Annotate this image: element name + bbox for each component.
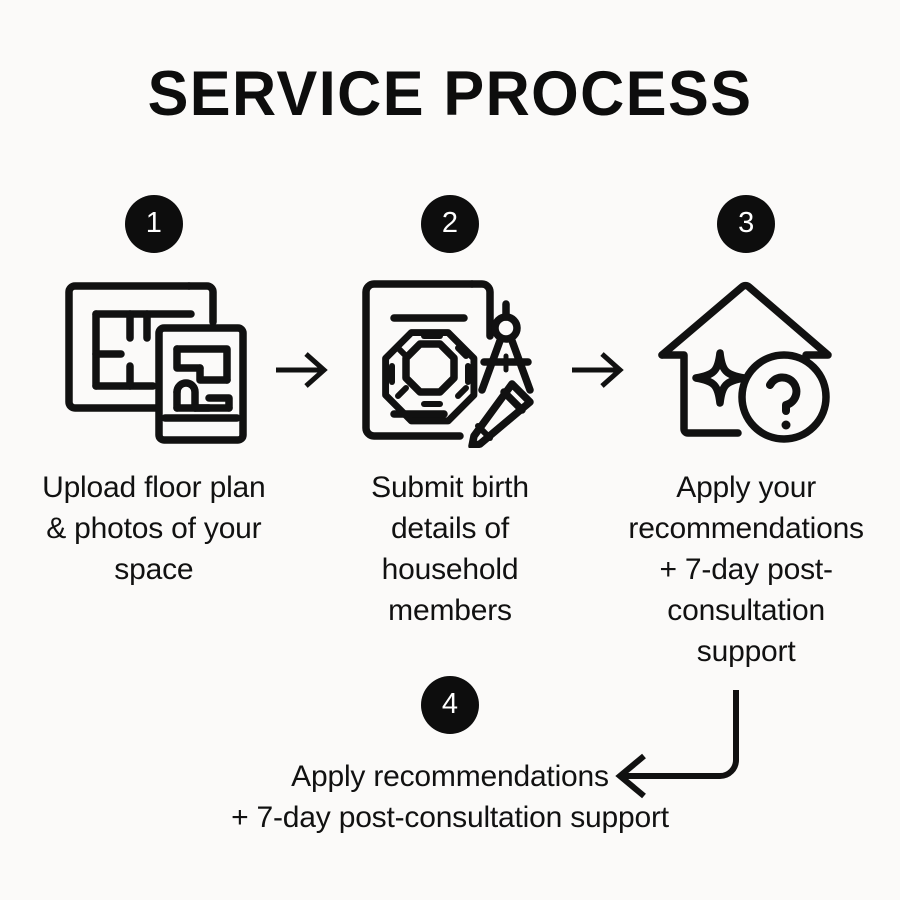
step-1-badge: 1 bbox=[124, 195, 183, 253]
floor-plan-photos-icon bbox=[61, 275, 247, 451]
step-1: 1 bbox=[34, 195, 274, 590]
step-4-badge: 4 bbox=[421, 676, 479, 734]
page-title: SERVICE PROCESS bbox=[147, 59, 753, 129]
step-4-caption-line-1: Apply recommendations bbox=[291, 760, 609, 793]
step-4-badge-wrap: 4 bbox=[0, 676, 900, 734]
house-sparkle-question-icon bbox=[656, 275, 836, 451]
step-3: 3 Apply your recommendations + 7-day pos… bbox=[626, 195, 866, 672]
step-2: 2 bbox=[330, 195, 570, 631]
step-4-caption-line-2: + 7-day post-consultation support bbox=[231, 801, 669, 835]
step-4: 4 Apply recommendations + 7-day post-con… bbox=[0, 676, 900, 838]
bagua-compass-pencil-icon bbox=[360, 275, 540, 451]
step-3-caption: Apply your recommendations + 7-day post-… bbox=[628, 471, 864, 669]
step-2-caption: Submit birth details of household member… bbox=[371, 471, 529, 628]
arrow-right-1 bbox=[274, 195, 331, 390]
steps-row: 1 bbox=[0, 195, 900, 672]
step-4-caption: Apply recommendations + 7-day post-consu… bbox=[70, 756, 830, 838]
step-3-badge: 3 bbox=[717, 195, 776, 253]
arrow-right-2 bbox=[570, 195, 627, 390]
step-1-caption: Upload floor plan & photos of your space bbox=[42, 471, 266, 587]
step-2-badge: 2 bbox=[420, 195, 479, 253]
